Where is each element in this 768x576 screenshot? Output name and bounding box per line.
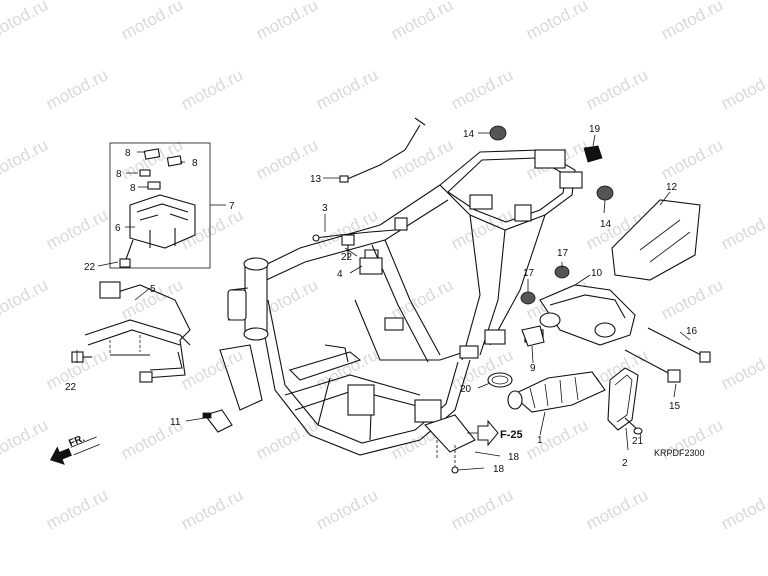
watermark-text: motod.ru [388,275,456,323]
seal-2 [607,367,639,431]
callout-12: 12 [666,182,678,193]
callout-8: 8 [192,158,198,169]
callout-3: 3 [322,203,328,214]
callout-13: 13 [310,174,322,185]
band-20 [487,372,513,388]
watermark-text: motod.ru [658,0,726,44]
battery-box-assembly [109,142,211,269]
reference-label: F-25 [500,429,523,441]
callout-22: 22 [65,382,77,393]
watermark-text: motod.ru [118,0,186,44]
watermark-text: motod.ru [43,205,111,253]
watermark-text: motod.ru [448,65,516,113]
bushing-17 [520,265,570,305]
bolt-22-left [71,351,92,363]
callout-9: 9 [530,363,536,374]
nut-19 [583,145,603,163]
watermark-text: motod.ru [718,205,768,253]
watermark-text: motod.ru [178,205,246,253]
callout-18: 18 [508,452,520,463]
callout-16: 16 [686,326,698,337]
watermark-text: motod.ru [43,485,111,533]
watermark-text: motod.ru [0,0,51,44]
engine-hanger-10 [524,284,636,346]
bolts-15-16 [624,327,711,383]
bolt-22-mid [341,234,355,258]
watermark-text: motod.ru [0,415,51,463]
air-duct-1 [507,371,606,413]
front-direction-arrow: FR. [49,433,100,465]
watermark-text: motod.ru [583,65,651,113]
callout-22: 22 [341,252,353,263]
callout-22: 22 [84,262,96,273]
callout-8: 8 [125,148,131,159]
watermark-text: motod.ru [313,485,381,533]
callout-numbers: 8 8 8 8 7 6 22 5 22 11 13 3 22 4 14 19 1… [65,124,698,475]
watermark-text: motod.ru [658,275,726,323]
callout-8: 8 [116,169,122,180]
callout-10: 10 [591,268,603,279]
plate-18 [424,414,476,474]
callout-7: 7 [229,201,235,212]
reference-arrow: F-25 [477,419,523,447]
watermark-text: motod.ru [718,485,768,533]
watermark-text: motod.ru [313,65,381,113]
watermark-text: motod.ru [178,345,246,393]
callout-19: 19 [589,124,601,135]
bracket-11 [202,409,233,433]
watermark-text: motod.ru [388,135,456,183]
watermark-text: motod.ru [0,135,51,183]
callout-11: 11 [170,417,181,428]
mud-guard-12 [611,199,701,281]
callout-15: 15 [669,401,681,412]
watermark-text: motod.ru [523,415,591,463]
clamp-4 [359,249,383,275]
stopper-9 [521,325,545,347]
watermark-text: motod.ru [0,275,51,323]
callout-20: 20 [460,384,472,395]
callout-6: 6 [115,223,121,234]
watermark-text: motod.ru [718,65,768,113]
watermark-text: motod.ru [118,275,186,323]
watermark-text: motod.ru [253,0,321,44]
diagram-code: KRPDF2300 [654,448,705,458]
harness-3 [312,217,408,242]
callout-4: 4 [337,269,343,280]
callout-14: 14 [600,219,612,230]
cable-13 [339,117,426,183]
watermark-text: motod.ru [43,65,111,113]
callout-17: 17 [557,248,569,259]
watermark-text: motod.ru [523,0,591,44]
watermark-text: motod.ru [658,135,726,183]
watermark-text: motod.ru [178,485,246,533]
callout-18: 18 [493,464,505,475]
callout-21: 21 [632,436,644,447]
callout-14: 14 [463,129,475,140]
callout-17: 17 [523,268,535,279]
watermark-text: motod.ru [388,0,456,44]
watermark-text: motod.ru [583,485,651,533]
direction-label: FR. [67,433,86,449]
leader-lines [76,132,691,471]
screw-21 [624,417,643,435]
stand-bracket-5 [84,281,191,383]
callout-1: 1 [537,435,543,446]
frame-body [219,149,583,456]
watermark-text: motod.ru [253,415,321,463]
watermark-text: motod.ru [178,65,246,113]
watermark-text: motod.ru [448,485,516,533]
watermark-text: motod.ru [718,345,768,393]
callout-5: 5 [150,284,156,295]
callout-2: 2 [622,458,628,469]
callout-8: 8 [130,183,136,194]
